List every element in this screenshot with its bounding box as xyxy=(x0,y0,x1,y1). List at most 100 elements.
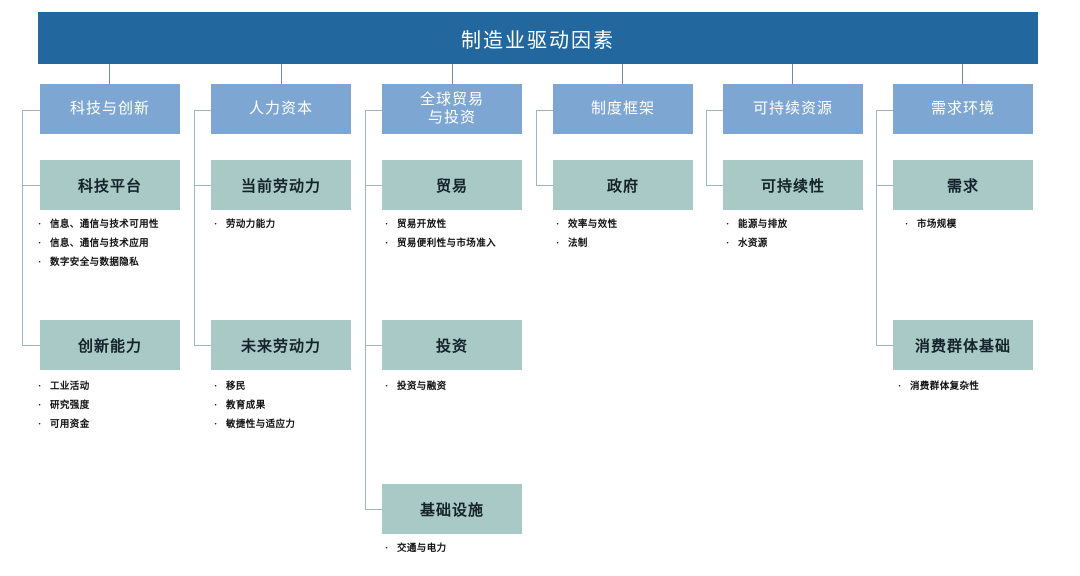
bullet-item: · 市场规模 xyxy=(905,216,1080,235)
sub-box-label: 未来劳动力 xyxy=(240,338,321,355)
bullet-text: 交通与电力 xyxy=(397,544,447,554)
bullet-marker: · xyxy=(905,220,909,230)
sub-box-innovation-capability[interactable]: 创新能力 xyxy=(40,320,180,370)
bullet-text: 贸易开放性 xyxy=(397,220,447,230)
bullet-text: 移民 xyxy=(226,382,246,392)
bullet-marker: · xyxy=(385,544,389,554)
sub-box-label: 可持续性 xyxy=(760,178,825,195)
bullet-list-government: · 效率与效性 · 法制 xyxy=(556,216,756,254)
pillar-box-institutional-framework[interactable]: 制度框架 xyxy=(553,84,693,134)
connector-branch-col-1-sub-0 xyxy=(194,110,212,112)
bullet-item: · 工业活动 xyxy=(38,378,238,397)
bullet-marker: · xyxy=(556,239,560,249)
bullet-text: 劳动力能力 xyxy=(226,220,276,230)
bullet-text: 能源与排放 xyxy=(738,220,788,230)
sub-box-label: 贸易 xyxy=(435,178,468,195)
bullet-item: · 效率与效性 xyxy=(556,216,756,235)
bullet-marker: · xyxy=(214,420,218,430)
connector-branch-col-0-sub-0 xyxy=(22,110,40,112)
bullet-text: 研究强度 xyxy=(50,401,90,411)
sub-box-infrastructure[interactable]: 基础设施 xyxy=(382,484,522,534)
bullet-item: · 数字安全与数据隐私 xyxy=(38,254,238,273)
sub-box-consumer-base[interactable]: 消费群体基础 xyxy=(893,320,1033,370)
pillar-label: 人力资本 xyxy=(248,100,313,117)
bullet-item: · 贸易开放性 xyxy=(385,216,585,235)
bullet-text: 敏捷性与适应力 xyxy=(226,420,296,430)
bullet-marker: · xyxy=(385,239,389,249)
sub-box-label: 当前劳动力 xyxy=(240,178,321,195)
bullet-item: · 能源与排放 xyxy=(726,216,926,235)
connector-branch-col-4-sub-1 xyxy=(706,185,724,187)
sub-box-label: 需求 xyxy=(946,178,979,195)
bullet-text: 教育成果 xyxy=(226,401,266,411)
sub-box-demand[interactable]: 需求 xyxy=(893,160,1033,210)
sub-box-label: 消费群体基础 xyxy=(914,338,1011,355)
sub-box-future-workforce[interactable]: 未来劳动力 xyxy=(211,320,351,370)
connector-branch-col-2-sub-0 xyxy=(365,110,383,112)
bullet-list-current-workforce: · 劳动力能力 xyxy=(214,216,414,235)
connector-branch-col-1-sub-1 xyxy=(194,185,212,187)
bullet-text: 贸易便利性与市场准入 xyxy=(397,239,497,249)
bullet-marker: · xyxy=(385,220,389,230)
bullet-marker: · xyxy=(726,239,730,249)
pillar-label: 制度框架 xyxy=(590,100,655,117)
pillar-label: 科技与创新 xyxy=(69,100,150,117)
connector-spine-col-1 xyxy=(194,110,196,346)
bullet-item: · 敏捷性与适应力 xyxy=(214,416,414,435)
bullet-item: · 法制 xyxy=(556,235,756,254)
connector-spine-col-3 xyxy=(536,110,538,186)
connector-branch-col-5-sub-2 xyxy=(876,345,894,347)
connector-branch-col-4-sub-0 xyxy=(706,110,724,112)
bullet-list-technology-platform: · 信息、通信与技术可用性 · 信息、通信与技术应用 · 数字安全与数据隐私 xyxy=(38,216,238,273)
bullet-marker: · xyxy=(214,382,218,392)
bullet-marker: · xyxy=(214,401,218,411)
pillar-box-sustainable-resources[interactable]: 可持续资源 xyxy=(723,84,863,134)
bullet-text: 信息、通信与技术应用 xyxy=(50,239,150,249)
bullet-marker: · xyxy=(726,220,730,230)
connector-title-to-col-2 xyxy=(452,64,454,84)
sub-box-label: 投资 xyxy=(435,338,468,355)
bullet-item: · 移民 xyxy=(214,378,414,397)
connector-branch-col-2-sub-1 xyxy=(365,185,383,187)
bullet-marker: · xyxy=(38,258,42,268)
bullet-text: 水资源 xyxy=(738,239,768,249)
bullet-text: 工业活动 xyxy=(50,382,90,392)
bullet-item: · 可用资金 xyxy=(38,416,238,435)
connector-branch-col-5-sub-0 xyxy=(876,110,894,112)
connector-title-to-col-0 xyxy=(109,64,111,84)
sub-box-label: 科技平台 xyxy=(77,178,142,195)
pillar-box-demand-environment[interactable]: 需求环境 xyxy=(893,84,1033,134)
bullet-list-future-workforce: · 移民 · 教育成果 · 敏捷性与适应力 xyxy=(214,378,414,435)
bullet-item: · 消费群体复杂性 xyxy=(898,378,1080,397)
bullet-text: 效率与效性 xyxy=(568,220,618,230)
bullet-list-investment: · 投资与融资 xyxy=(385,378,585,397)
bullet-item: · 信息、通信与技术可用性 xyxy=(38,216,238,235)
sub-box-sustainability[interactable]: 可持续性 xyxy=(723,160,863,210)
bullet-list-consumer-base: · 消费群体复杂性 xyxy=(898,378,1080,397)
connector-spine-col-0 xyxy=(22,110,24,346)
bullet-list-infrastructure: · 交通与电力 xyxy=(385,540,585,559)
sub-box-government[interactable]: 政府 xyxy=(553,160,693,210)
bullet-list-trade: · 贸易开放性 · 贸易便利性与市场准入 xyxy=(385,216,585,254)
bullet-marker: · xyxy=(38,420,42,430)
sub-box-investment[interactable]: 投资 xyxy=(382,320,522,370)
bullet-list-demand: · 市场规模 xyxy=(905,216,1080,235)
connector-branch-col-5-sub-1 xyxy=(876,185,894,187)
bullet-item: · 劳动力能力 xyxy=(214,216,414,235)
connector-branch-col-3-sub-0 xyxy=(536,110,554,112)
pillar-box-technology-innovation[interactable]: 科技与创新 xyxy=(40,84,180,134)
connector-spine-col-2 xyxy=(365,110,367,509)
connector-title-to-col-1 xyxy=(281,64,283,84)
sub-box-label: 创新能力 xyxy=(77,338,142,355)
pillar-box-human-capital[interactable]: 人力资本 xyxy=(211,84,351,134)
connector-branch-col-0-sub-1 xyxy=(22,185,40,187)
sub-box-technology-platform[interactable]: 科技平台 xyxy=(40,160,180,210)
bullet-text: 市场规模 xyxy=(917,220,957,230)
sub-box-trade[interactable]: 贸易 xyxy=(382,160,522,210)
connector-branch-col-2-sub-2 xyxy=(365,345,383,347)
connector-branch-col-3-sub-1 xyxy=(536,185,554,187)
sub-box-current-workforce[interactable]: 当前劳动力 xyxy=(211,160,351,210)
pillar-box-global-trade-investment[interactable]: 全球贸易 与投资 xyxy=(382,84,522,134)
bullet-item: · 研究强度 xyxy=(38,397,238,416)
